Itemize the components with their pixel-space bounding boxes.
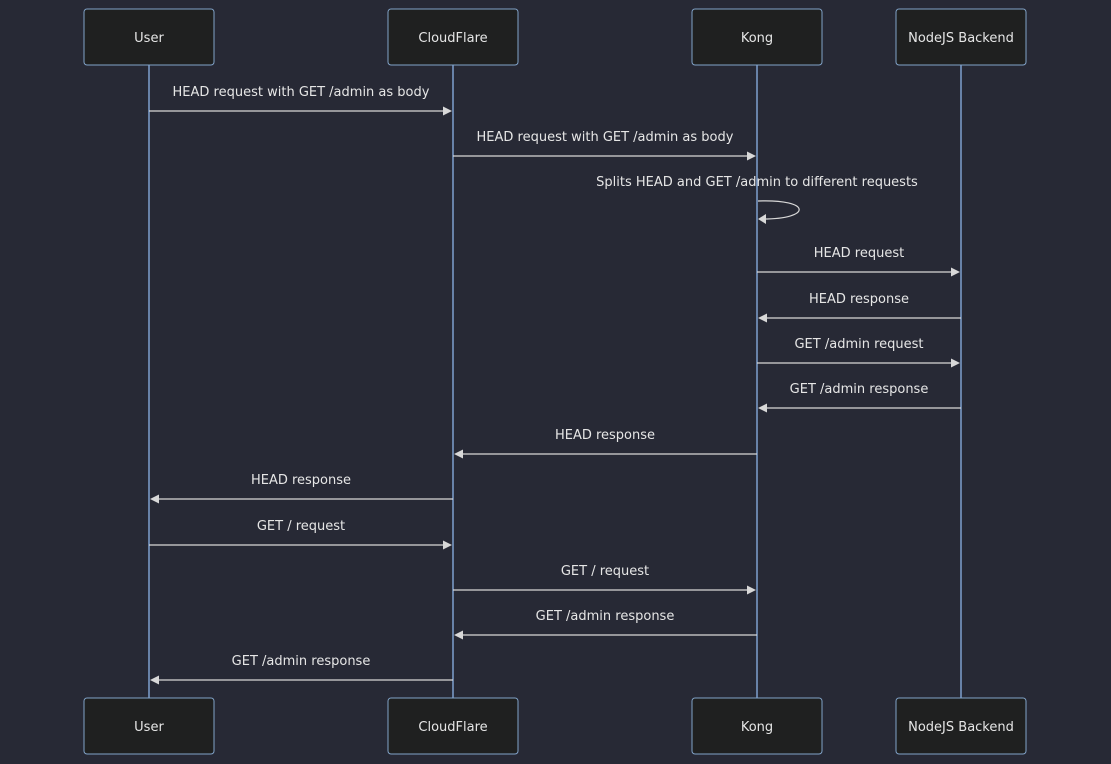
message-8: HEAD response — [454, 428, 757, 459]
arrowhead — [747, 151, 756, 161]
actor-box — [83, 697, 215, 755]
message-12: GET /admin response — [454, 609, 757, 640]
arrowhead — [150, 675, 159, 685]
actor-box — [387, 697, 519, 755]
arrowhead — [758, 214, 766, 224]
actor-label: Kong — [741, 720, 773, 735]
actor-cloudflare-bottom: CloudFlare — [387, 697, 519, 755]
arrowhead — [747, 585, 756, 595]
actor-nodejs-top: NodeJS Backend — [895, 8, 1027, 66]
actor-box — [691, 8, 823, 66]
arrowhead — [454, 449, 463, 459]
actor-box — [83, 8, 215, 66]
actor-user-bottom: User — [83, 697, 215, 755]
message-label: HEAD request with GET /admin as body — [173, 85, 430, 100]
actor-label: NodeJS Backend — [908, 720, 1014, 735]
message-5: HEAD response — [758, 292, 961, 323]
actor-label: CloudFlare — [418, 31, 487, 46]
message-line — [757, 200, 800, 220]
message-2: HEAD request with GET /admin as body — [453, 130, 756, 161]
message-label: GET /admin request — [794, 337, 923, 352]
message-label: GET / request — [257, 519, 345, 534]
message-1: HEAD request with GET /admin as body — [149, 85, 452, 116]
actor-user-top: User — [83, 8, 215, 66]
actor-cloudflare-top: CloudFlare — [387, 8, 519, 66]
actor-kong-bottom: Kong — [691, 697, 823, 755]
arrowhead — [443, 540, 452, 550]
actor-label: User — [134, 31, 164, 46]
message-label: HEAD response — [555, 428, 655, 443]
message-label: GET /admin response — [790, 382, 929, 397]
message-11: GET / request — [453, 564, 756, 595]
arrowhead — [951, 358, 960, 368]
actor-box — [895, 697, 1027, 755]
message-label: GET / request — [561, 564, 649, 579]
actor-box — [691, 697, 823, 755]
message-9: HEAD response — [150, 473, 453, 504]
message-13: GET /admin response — [150, 654, 453, 685]
arrowhead — [758, 403, 767, 413]
actor-box — [387, 8, 519, 66]
arrowhead — [443, 106, 452, 116]
message-3: Splits HEAD and GET /admin to different … — [596, 175, 918, 224]
actor-nodejs-bottom: NodeJS Backend — [895, 697, 1027, 755]
actor-label: CloudFlare — [418, 720, 487, 735]
message-7: GET /admin response — [758, 382, 961, 413]
actor-label: Kong — [741, 31, 773, 46]
message-label: HEAD response — [809, 292, 909, 307]
message-label: GET /admin response — [232, 654, 371, 669]
message-10: GET / request — [149, 519, 452, 550]
arrowhead — [150, 494, 159, 504]
actor-box — [895, 8, 1027, 66]
message-label: HEAD response — [251, 473, 351, 488]
actor-label: User — [134, 720, 164, 735]
message-6: GET /admin request — [757, 337, 960, 368]
message-label: HEAD request with GET /admin as body — [477, 130, 734, 145]
arrowhead — [951, 267, 960, 277]
message-4: HEAD request — [757, 246, 960, 277]
message-label: Splits HEAD and GET /admin to different … — [596, 175, 918, 190]
arrowhead — [454, 630, 463, 640]
actor-label: NodeJS Backend — [908, 31, 1014, 46]
arrowhead — [758, 313, 767, 323]
message-label: GET /admin response — [536, 609, 675, 624]
actor-kong-top: Kong — [691, 8, 823, 66]
message-label: HEAD request — [814, 246, 904, 261]
